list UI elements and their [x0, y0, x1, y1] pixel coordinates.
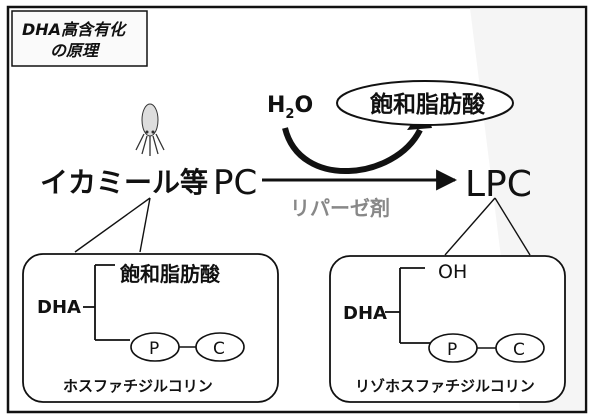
title-box: DHA高含有化 の原理 — [11, 10, 148, 67]
released-oval — [336, 80, 514, 126]
title-line-2: の原理 — [50, 41, 101, 60]
product-label: LPC — [465, 164, 532, 205]
right-dha: DHA — [343, 303, 387, 324]
outer-frame — [6, 5, 588, 414]
left-p-label: P — [149, 339, 159, 359]
enzyme-label: リパーゼ剤 — [290, 196, 390, 220]
right-panel: OH DHA P C リゾホスファチジルコリン — [329, 255, 566, 403]
left-panel: 飽和脂肪酸 DHA P C ホスファチジルコリン — [22, 253, 279, 403]
left-c-label: C — [213, 339, 225, 359]
right-hydroxyl: OH — [438, 261, 467, 283]
water-label: H2O — [267, 93, 313, 122]
right-p-label: P — [447, 340, 457, 360]
title-line-1: DHA高含有化 — [22, 20, 128, 39]
left-dha: DHA — [37, 297, 81, 318]
left-fatty-acid: 飽和脂肪酸 — [120, 262, 221, 286]
release-arrow — [282, 127, 423, 175]
right-c-label: C — [513, 340, 525, 360]
right-caption: リゾホスファチジルコリン — [355, 377, 535, 395]
released-label: 飽和脂肪酸 — [370, 91, 486, 118]
squid-icon — [135, 103, 165, 156]
substrate-label: PC — [213, 163, 257, 203]
source-label: イカミール等 — [40, 166, 208, 199]
left-caption: ホスファチジルコリン — [63, 377, 213, 395]
